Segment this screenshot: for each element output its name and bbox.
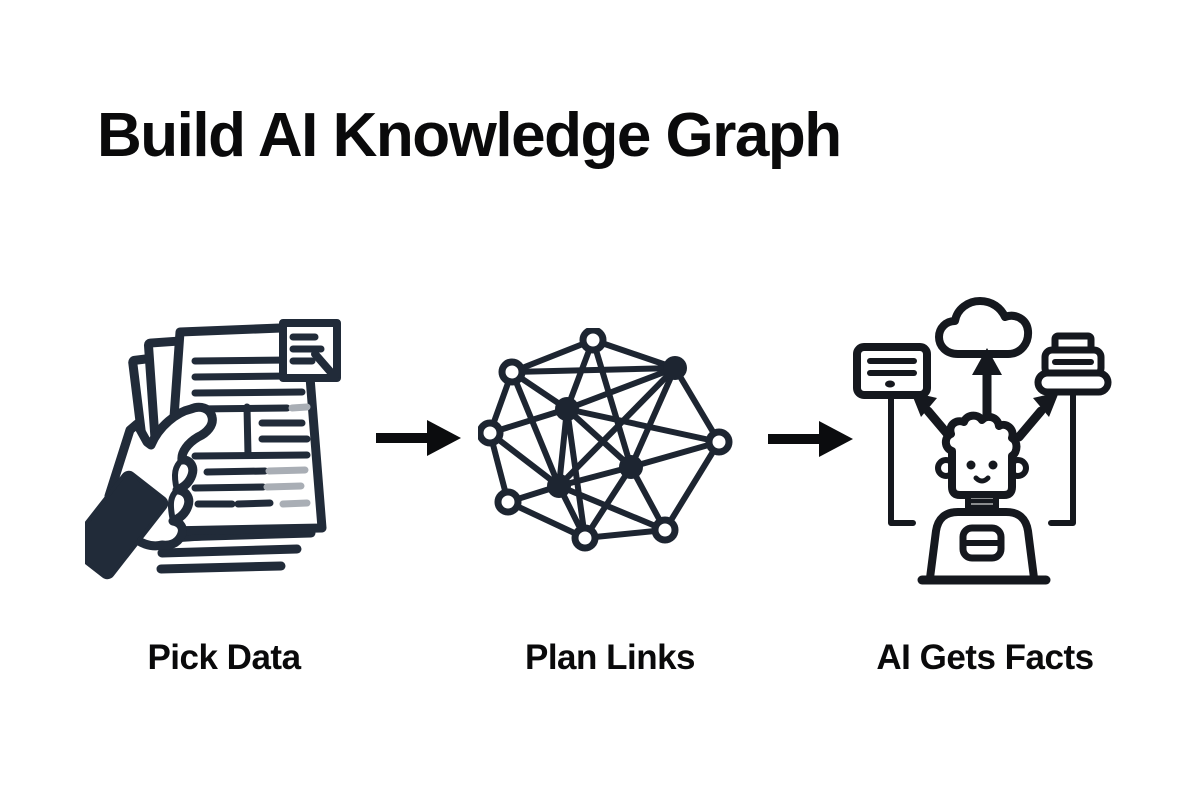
step-label-plan-links: Plan Links <box>524 638 696 677</box>
outgoing-arrows <box>911 348 1059 442</box>
right-arrow-icon <box>373 417 463 459</box>
documents-hand-icon <box>85 290 365 590</box>
document-muted-lines <box>263 403 311 508</box>
page-title: Build AI Knowledge Graph <box>97 101 842 170</box>
sticky-note-icon <box>279 319 341 382</box>
hand-icon <box>85 402 217 580</box>
step-label-pick-data: Pick Data <box>147 638 301 677</box>
database-stack-icon <box>1034 332 1112 526</box>
cloud-icon <box>935 297 1033 358</box>
network-graph-icon <box>478 328 738 558</box>
server-card-icon <box>853 343 931 526</box>
right-arrow-icon <box>765 418 855 460</box>
document-text-lines <box>191 356 311 508</box>
sleeve-cuff <box>85 470 169 580</box>
robot-icon <box>917 411 1051 585</box>
graph-nodes <box>478 328 733 552</box>
step-label-ai-gets-facts: AI Gets Facts <box>876 638 1094 677</box>
robot-facts-icon <box>840 290 1120 590</box>
